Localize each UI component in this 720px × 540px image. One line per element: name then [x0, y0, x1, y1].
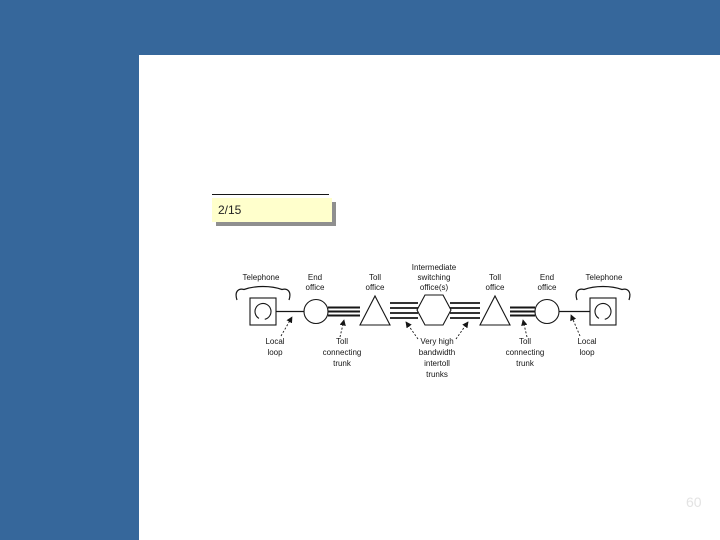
label-toll-office-left: office [366, 283, 386, 292]
toll-office-node-right [479, 294, 511, 326]
label-toll-connecting-trunk-right: trunk [516, 359, 535, 368]
telephone-icon-left [235, 285, 291, 326]
intermediate-switching-office-node [416, 294, 452, 326]
label-intertoll-trunks: bandwidth [419, 348, 455, 357]
label-end-office-left: End [308, 273, 322, 282]
callout-arrow-toll-trunk-left [339, 319, 346, 338]
label-intertoll-trunks: trunks [426, 370, 448, 379]
end-office-node-left [303, 298, 329, 325]
label-telephone-left: Telephone [243, 273, 280, 282]
label-local-loop-left: loop [267, 348, 283, 357]
label-toll-office-right: Toll [489, 273, 501, 282]
toll-connecting-trunk-right [510, 306, 535, 317]
telephone-icon-right [575, 285, 631, 326]
callout-arrow-toll-trunk-right [521, 319, 528, 338]
slide-counter: 2/15 [218, 203, 242, 217]
label-intertoll-trunks: intertoll [424, 359, 450, 368]
intertoll-trunks-right [450, 302, 480, 319]
toll-connecting-trunk-left [328, 306, 360, 317]
label-toll-connecting-trunk-left: trunk [333, 359, 352, 368]
label-end-office-right: office [538, 283, 558, 292]
slide-counter-box: 2/15 [212, 198, 332, 222]
label-intermediate-office: switching [418, 273, 451, 282]
intertoll-trunks-left [390, 302, 418, 319]
label-toll-connecting-trunk-left: Toll [336, 337, 348, 346]
label-toll-connecting-trunk-right: Toll [519, 337, 531, 346]
label-local-loop-left: Local [265, 337, 284, 346]
label-intermediate-office: Intermediate [412, 263, 457, 272]
page-number: 60 [686, 494, 702, 510]
label-local-loop-right: loop [579, 348, 595, 357]
label-intermediate-office: office(s) [420, 283, 449, 292]
callout-arrow-intertoll-right [455, 321, 469, 340]
telephone-network-diagram: Telephone End office Toll office Interme… [235, 263, 631, 379]
end-office-node-right [534, 298, 560, 325]
label-toll-connecting-trunk-right: connecting [506, 348, 545, 357]
label-toll-connecting-trunk-left: connecting [323, 348, 362, 357]
callout-arrow-local-loop-right [570, 314, 581, 337]
label-toll-office-right: office [486, 283, 506, 292]
label-end-office-left: office [306, 283, 326, 292]
label-local-loop-right: Local [577, 337, 596, 346]
callout-arrow-local-loop-left [280, 316, 293, 337]
label-intertoll-trunks: Very high [420, 337, 453, 346]
note-rule [212, 194, 329, 195]
label-toll-office-left: Toll [369, 273, 381, 282]
toll-office-node-left [359, 294, 391, 326]
callout-arrow-intertoll-left [405, 321, 419, 340]
label-telephone-right: Telephone [586, 273, 623, 282]
label-end-office-right: End [540, 273, 554, 282]
